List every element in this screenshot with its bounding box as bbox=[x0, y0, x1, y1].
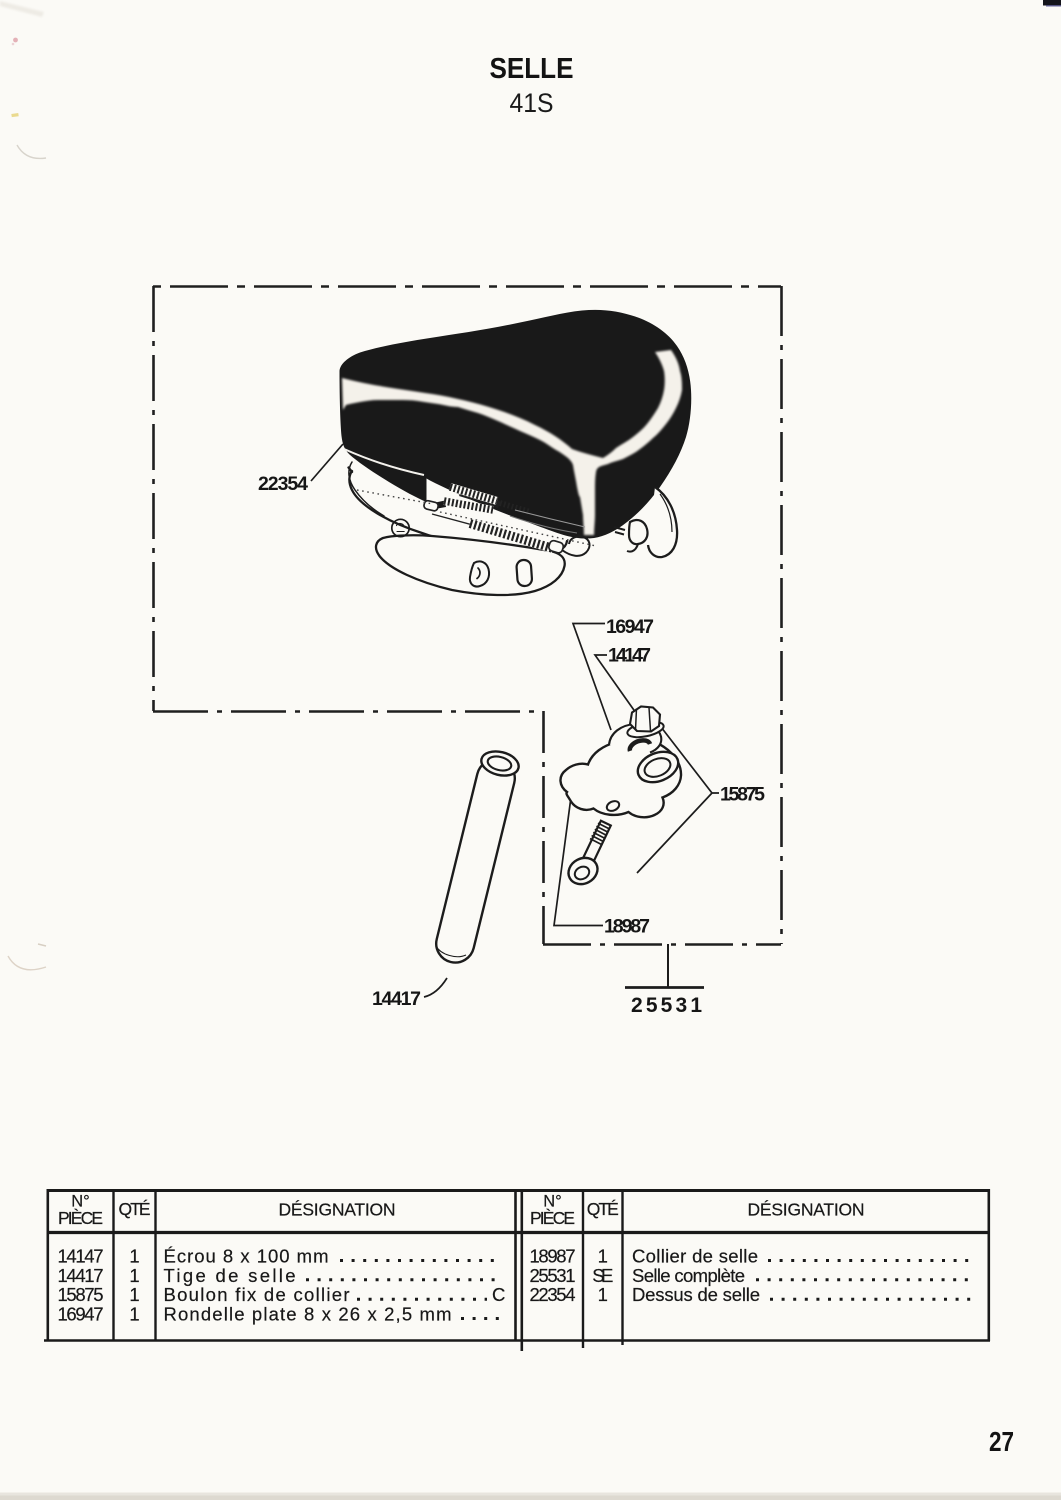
svg-text:25531: 25531 bbox=[631, 994, 702, 1017]
svg-text:15875: 15875 bbox=[58, 1284, 104, 1305]
svg-text:PIÈCE: PIÈCE bbox=[58, 1208, 103, 1228]
svg-text:22354: 22354 bbox=[258, 473, 308, 495]
svg-text:1: 1 bbox=[129, 1284, 139, 1305]
svg-text:15875: 15875 bbox=[720, 784, 765, 806]
svg-text:22354: 22354 bbox=[530, 1284, 576, 1305]
svg-text:DÉSIGNATION: DÉSIGNATION bbox=[279, 1200, 396, 1220]
svg-text:1: 1 bbox=[129, 1246, 139, 1267]
svg-text:14147: 14147 bbox=[58, 1246, 104, 1267]
svg-text:Écrou 8 x 100 mm: Écrou 8 x 100 mm bbox=[164, 1246, 329, 1267]
svg-text:41S: 41S bbox=[510, 88, 554, 118]
svg-text:N°: N° bbox=[71, 1193, 90, 1211]
svg-text:18987: 18987 bbox=[530, 1246, 576, 1267]
svg-text:Collier de selle: Collier de selle bbox=[632, 1246, 758, 1267]
svg-text:C: C bbox=[492, 1284, 505, 1305]
svg-text:SELLE: SELLE bbox=[490, 53, 574, 85]
svg-text:QTÉ: QTÉ bbox=[119, 1199, 151, 1219]
svg-text:16947: 16947 bbox=[606, 616, 654, 638]
svg-text:Dessus de selle: Dessus de selle bbox=[632, 1284, 760, 1305]
svg-text:PIÈCE: PIÈCE bbox=[530, 1208, 575, 1228]
svg-text:Selle complète: Selle complète bbox=[632, 1265, 745, 1286]
svg-text:SE: SE bbox=[592, 1265, 613, 1286]
svg-text:1: 1 bbox=[129, 1304, 139, 1325]
svg-text:14147: 14147 bbox=[608, 645, 651, 667]
svg-text:1: 1 bbox=[129, 1265, 139, 1286]
svg-text:N°: N° bbox=[543, 1193, 562, 1211]
svg-text:QTÉ: QTÉ bbox=[587, 1199, 619, 1219]
svg-text:16947: 16947 bbox=[58, 1304, 104, 1325]
svg-text:DÉSIGNATION: DÉSIGNATION bbox=[748, 1200, 865, 1220]
svg-text:25531: 25531 bbox=[530, 1265, 576, 1286]
svg-text:Boulon fix de collier: Boulon fix de collier bbox=[164, 1284, 350, 1305]
svg-text:18987: 18987 bbox=[604, 916, 650, 938]
svg-text:1: 1 bbox=[598, 1284, 608, 1305]
svg-text:14417: 14417 bbox=[372, 988, 421, 1010]
svg-text:1: 1 bbox=[598, 1246, 608, 1267]
svg-text:Tige de selle: Tige de selle bbox=[164, 1265, 296, 1286]
svg-text:Rondelle plate 8 x 26 x 2,5 mm: Rondelle plate 8 x 26 x 2,5 mm bbox=[164, 1304, 452, 1325]
svg-text:14417: 14417 bbox=[58, 1265, 104, 1286]
svg-text:27: 27 bbox=[989, 1426, 1014, 1457]
